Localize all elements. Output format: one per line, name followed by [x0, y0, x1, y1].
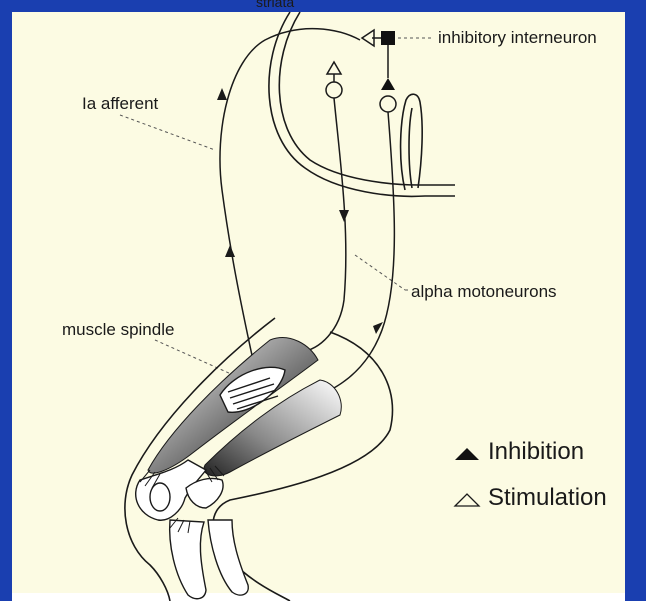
legend-icons [455, 448, 479, 506]
label-ia-afferent: Ia afferent [82, 94, 158, 114]
legend-stimulation-label: Stimulation [488, 484, 607, 512]
inhibition-legend-icon [455, 448, 479, 460]
inhibition-synapse-icon [381, 78, 395, 90]
interneuron-synapse [362, 30, 395, 90]
label-alpha-motoneurons: alpha motoneurons [411, 282, 557, 302]
alpha-motoneuron-flexor [305, 96, 396, 400]
stimulation-legend-icon [455, 494, 479, 506]
label-inhibitory-interneuron: inhibitory interneuron [438, 28, 597, 48]
ia-afferent-pathway [217, 29, 361, 360]
alpha-motoneuron-extensor [300, 62, 349, 352]
legend-inhibition-label: Inhibition [488, 438, 584, 466]
inhibitory-interneuron-icon [381, 31, 395, 45]
spinal-cord [269, 12, 455, 196]
knee-joint [136, 460, 249, 599]
label-muscle-spindle: muscle spindle [62, 320, 174, 340]
label-striata: striata [256, 0, 294, 10]
